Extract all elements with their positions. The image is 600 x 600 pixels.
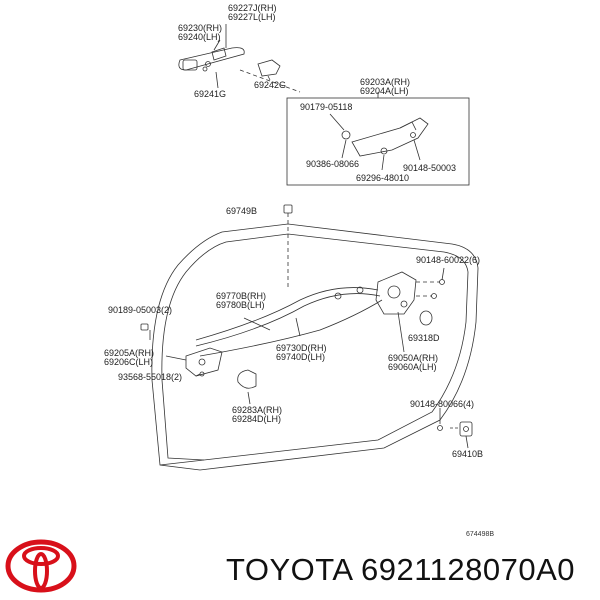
part-label-90179: 90179-05118 xyxy=(300,102,353,112)
part-label-90148-60022: 90148-60022(6) xyxy=(416,255,481,265)
toyota-logo-icon xyxy=(4,538,78,599)
part-label-69296: 69296-48010 xyxy=(356,173,410,183)
part-label-69241g: 69241G xyxy=(194,89,227,99)
part-label-69203: 69203A(RH)69204A(LH) xyxy=(360,77,411,96)
bezel-69283a xyxy=(237,369,257,389)
part-label-69205: 69205A(RH)69206C(LH) xyxy=(104,348,155,367)
part-number: 6921128070A0 xyxy=(361,552,576,587)
lock-cables xyxy=(195,286,383,357)
striker-69410b xyxy=(459,421,473,437)
part-label-69749b: 69749B xyxy=(226,206,258,216)
handle-pad xyxy=(257,59,281,77)
brand-part-number: TOYOTA 6921128070A0 xyxy=(226,552,575,588)
bolt-69749b xyxy=(283,204,293,214)
part-label-69050: 69050A(RH)69060A(LH) xyxy=(388,353,439,372)
door-lock-assembly xyxy=(375,271,417,315)
diagram-reference-code: 674498B xyxy=(466,531,495,538)
part-label-90386: 90386-08066 xyxy=(306,159,360,169)
part-label-69242g: 69242G xyxy=(254,80,287,90)
part-label-69410b: 69410B xyxy=(452,449,484,459)
part-label-69230: 69230(RH)69240(LH) xyxy=(178,23,223,42)
part-label-90148-50003: 90148-50003 xyxy=(403,163,457,173)
seal-69318d xyxy=(419,310,433,326)
inside-handle xyxy=(185,347,223,377)
part-label-90189: 90189-05003(2) xyxy=(108,305,173,315)
brand-name: TOYOTA xyxy=(226,552,352,587)
handle-frame xyxy=(341,117,429,157)
outside-handle xyxy=(178,47,245,72)
part-label-69283: 69283A(RH)69284D(LH) xyxy=(232,405,283,424)
part-label-69730: 69730D(RH)69740D(LH) xyxy=(276,343,327,362)
part-label-93568: 93568-55018(2) xyxy=(118,372,183,382)
part-label-90148-80066: 90148-80066(4) xyxy=(410,399,475,409)
part-label-69227: 69227J(RH)69227L(LH) xyxy=(228,3,277,22)
part-label-69318d: 69318D xyxy=(408,333,440,343)
part-label-69770: 69770B(RH)69780B(LH) xyxy=(216,291,267,310)
door-outline xyxy=(151,223,479,471)
